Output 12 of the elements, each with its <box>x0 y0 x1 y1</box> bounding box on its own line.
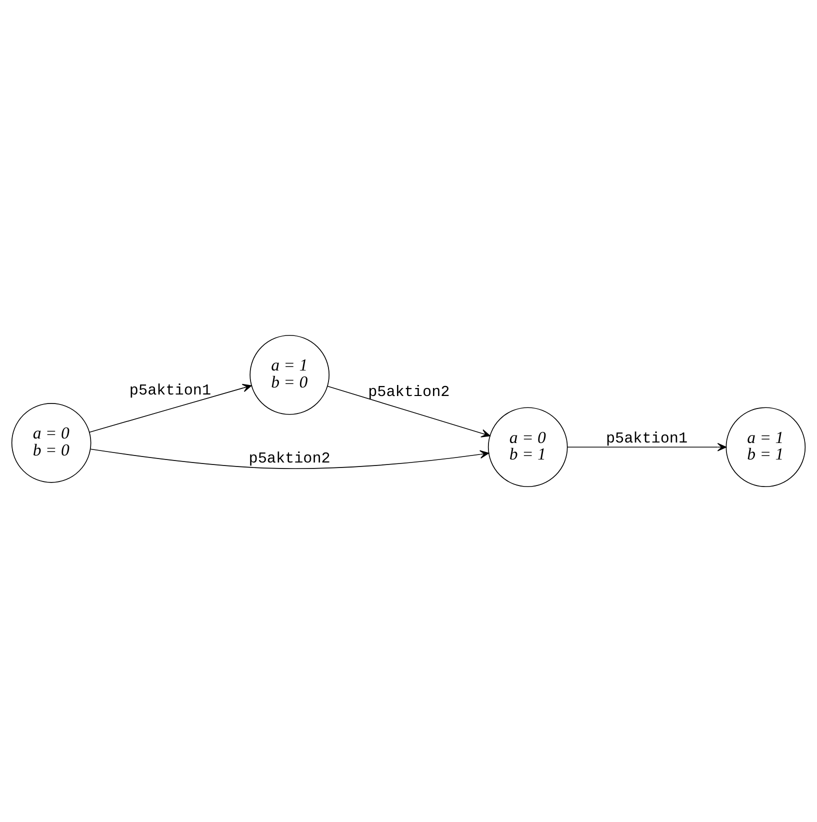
edge-label: p5aktion2 <box>248 450 330 468</box>
edge-label: p5aktion1 <box>129 382 212 400</box>
arrow <box>327 386 490 438</box>
node-circle: a = 0 b = 1 <box>488 407 568 488</box>
arrow <box>90 448 490 470</box>
node-circle: a = 0 b = 0 <box>11 403 92 483</box>
arrow <box>88 384 252 433</box>
arrow <box>567 442 726 452</box>
node-circle: a = 1 b = 1 <box>726 407 806 488</box>
edge-label: p5aktion2 <box>368 383 450 402</box>
edge-label: p5aktion1 <box>606 429 688 448</box>
node-circle: a = 1 b = 0 <box>250 334 330 415</box>
